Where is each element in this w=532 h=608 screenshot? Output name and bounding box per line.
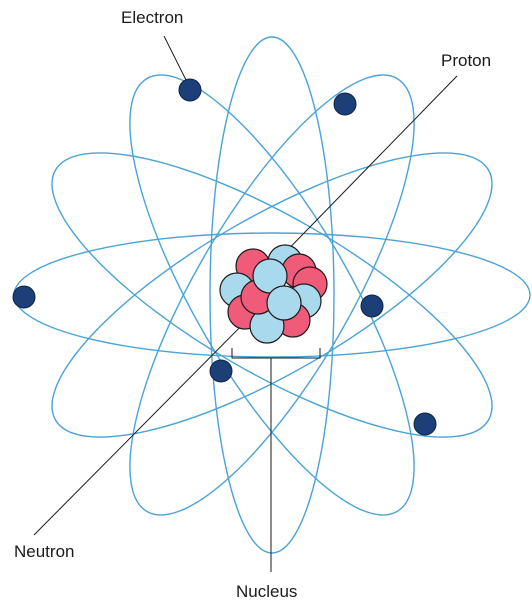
proton-label: Proton <box>441 51 492 70</box>
electron-label: Electron <box>121 8 184 27</box>
orbit-diag-d <box>129 74 415 516</box>
electron <box>178 78 202 102</box>
orbit-diag-a <box>51 152 493 438</box>
neutron-label: Neutron <box>14 542 75 561</box>
proton-leader <box>269 75 458 269</box>
electrons <box>12 78 437 436</box>
orbit-diag-b <box>51 152 493 438</box>
neutron-leader <box>33 304 263 536</box>
electron-leader <box>163 35 191 89</box>
leader-lines <box>33 35 458 572</box>
orbit-diag-c <box>129 74 415 516</box>
nucleus <box>219 244 328 344</box>
neutron <box>266 285 302 321</box>
electron <box>413 412 437 436</box>
nucleus-bracket <box>231 348 321 359</box>
electron <box>360 294 384 318</box>
electron <box>333 92 357 116</box>
electron <box>12 285 36 309</box>
nucleus-label: Nucleus <box>236 582 298 601</box>
orbits <box>13 36 531 554</box>
electron <box>209 359 233 383</box>
orbit-vertical <box>209 36 335 554</box>
